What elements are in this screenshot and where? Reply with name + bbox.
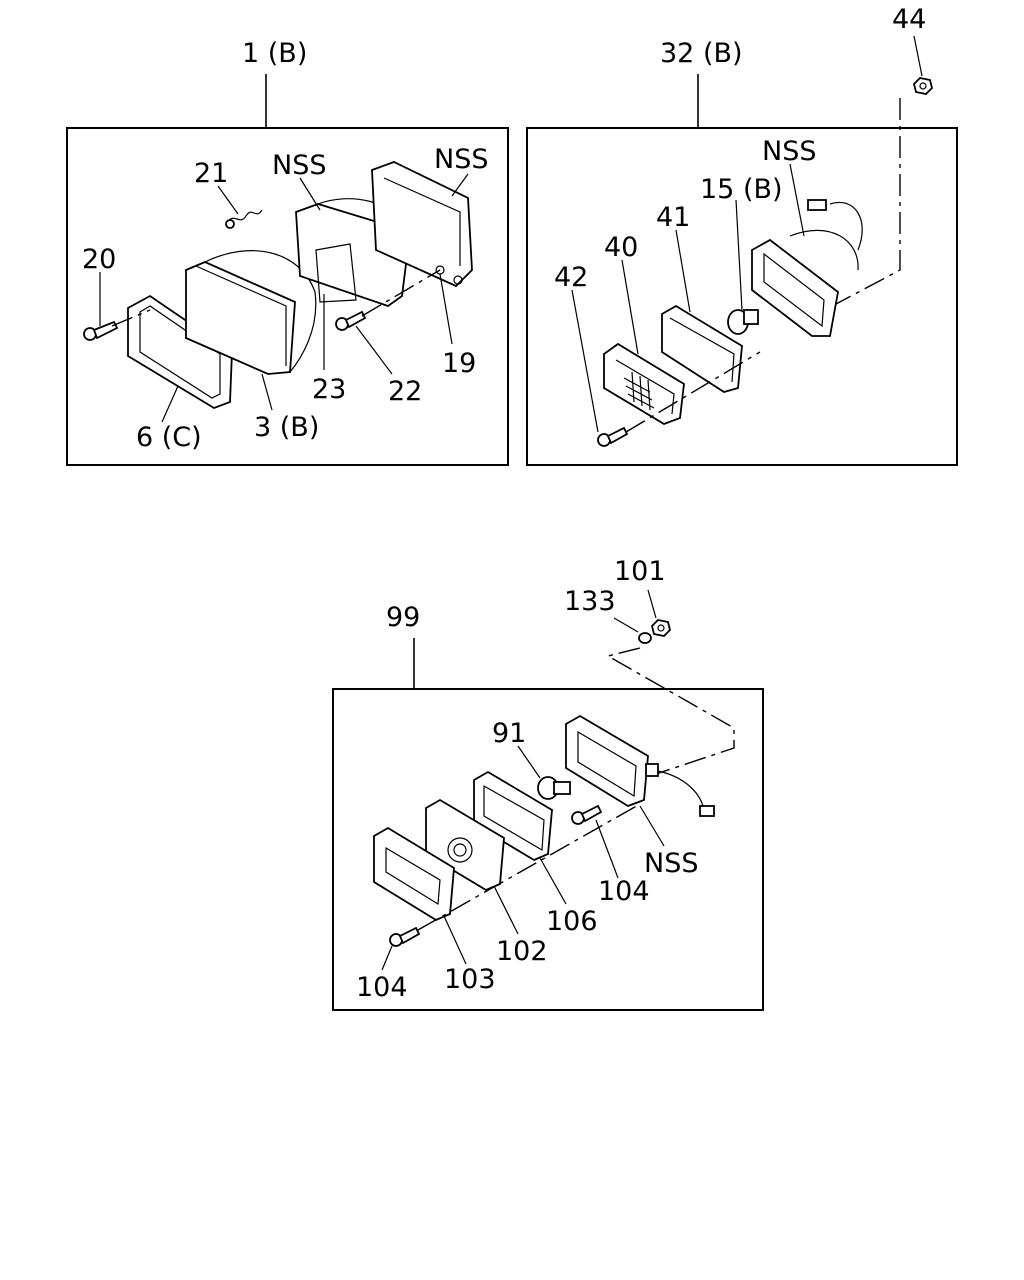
part-label-15b: 15 (B) — [700, 174, 783, 205]
screw-part-104-upper — [571, 804, 603, 825]
sealed-beam-part — [185, 250, 317, 375]
axis-line — [417, 803, 641, 931]
leader-line — [355, 325, 393, 375]
lens-part-40 — [603, 342, 685, 425]
part-label-101: 101 — [614, 556, 666, 587]
leader-line — [675, 229, 691, 313]
leader-line — [595, 819, 619, 879]
leader-line — [161, 385, 179, 423]
headlamp-assembly: 1 (B) — [66, 38, 509, 466]
nut-part-101 — [651, 619, 671, 637]
leader-line — [621, 259, 639, 355]
leader-line — [517, 745, 541, 779]
part-label-3b: 3 (B) — [254, 412, 319, 443]
leader-line — [571, 289, 599, 433]
part-label-91: 91 — [492, 718, 526, 749]
axis-line — [606, 647, 735, 779]
leader-line — [639, 805, 665, 847]
leader-line — [493, 885, 519, 935]
part-label-106: 106 — [546, 906, 598, 937]
part-label-nss-housing: NSS — [434, 144, 488, 175]
assembly-title-headlamp: 1 (B) — [242, 38, 307, 69]
leader-line — [613, 617, 639, 633]
part-label-103: 103 — [444, 964, 496, 995]
axis-line — [361, 269, 441, 317]
screw-part-20 — [83, 320, 119, 341]
side-lamp-assembly: 32 (B) 44 — [526, 4, 958, 466]
axis-line — [835, 98, 901, 305]
marker-housing-part — [565, 714, 715, 817]
part-label-nss-housing: NSS — [644, 848, 698, 879]
part-label-nss-bracket: NSS — [272, 150, 326, 181]
part-label-133: 133 — [564, 586, 616, 617]
marker-lamp-frame — [332, 688, 764, 1011]
gasket-part-41 — [661, 304, 743, 393]
spring-part-21 — [225, 209, 263, 229]
part-label-6c: 6 (C) — [136, 422, 202, 453]
bulb-part-91 — [537, 776, 571, 800]
leader-line — [735, 199, 743, 311]
leader-line — [443, 915, 467, 965]
axis-line — [625, 351, 761, 433]
part-label-44: 44 — [892, 4, 926, 35]
part-label-20: 20 — [82, 244, 116, 275]
lamp-housing-part — [751, 199, 863, 337]
leader-line — [647, 589, 657, 619]
part-label-23: 23 — [312, 374, 346, 405]
headlamp-frame — [66, 127, 509, 466]
marker-lamp-assembly: 99 101 133 — [332, 556, 764, 1011]
screw-part-42 — [597, 426, 629, 447]
part-label-40: 40 — [604, 232, 638, 263]
leader-line — [789, 163, 805, 237]
screw-part-104-lower — [389, 926, 421, 947]
bulb-part-15b — [727, 309, 759, 335]
housing-part — [371, 161, 473, 288]
part-label-21: 21 — [194, 158, 228, 189]
part-label-104-upper: 104 — [598, 876, 650, 907]
side-lamp-frame — [526, 127, 958, 466]
leader-line — [451, 173, 469, 197]
leader-line — [261, 373, 273, 411]
leader-line — [217, 185, 239, 215]
assembly-title-side-lamp: 32 (B) — [660, 38, 743, 69]
part-label-41: 41 — [656, 202, 690, 233]
gasket-frame-part — [127, 294, 233, 409]
part-label-19: 19 — [442, 348, 476, 379]
leader-line — [381, 945, 393, 971]
leader-line — [913, 35, 923, 77]
leader-line — [299, 177, 321, 211]
rim-part-103 — [373, 826, 455, 922]
washer-part-133 — [638, 632, 652, 644]
axis-line — [111, 309, 151, 327]
part-label-22: 22 — [388, 376, 422, 407]
part-label-102: 102 — [496, 936, 548, 967]
leader-line — [439, 273, 453, 345]
part-label-104-lower: 104 — [356, 972, 408, 1003]
part-label-42: 42 — [554, 262, 588, 293]
nut-part-44 — [913, 77, 933, 95]
screw-part-22 — [335, 310, 367, 331]
assembly-title-marker-lamp: 99 — [386, 602, 420, 633]
leader-line — [539, 857, 567, 905]
part-label-nss-housing: NSS — [762, 136, 816, 167]
